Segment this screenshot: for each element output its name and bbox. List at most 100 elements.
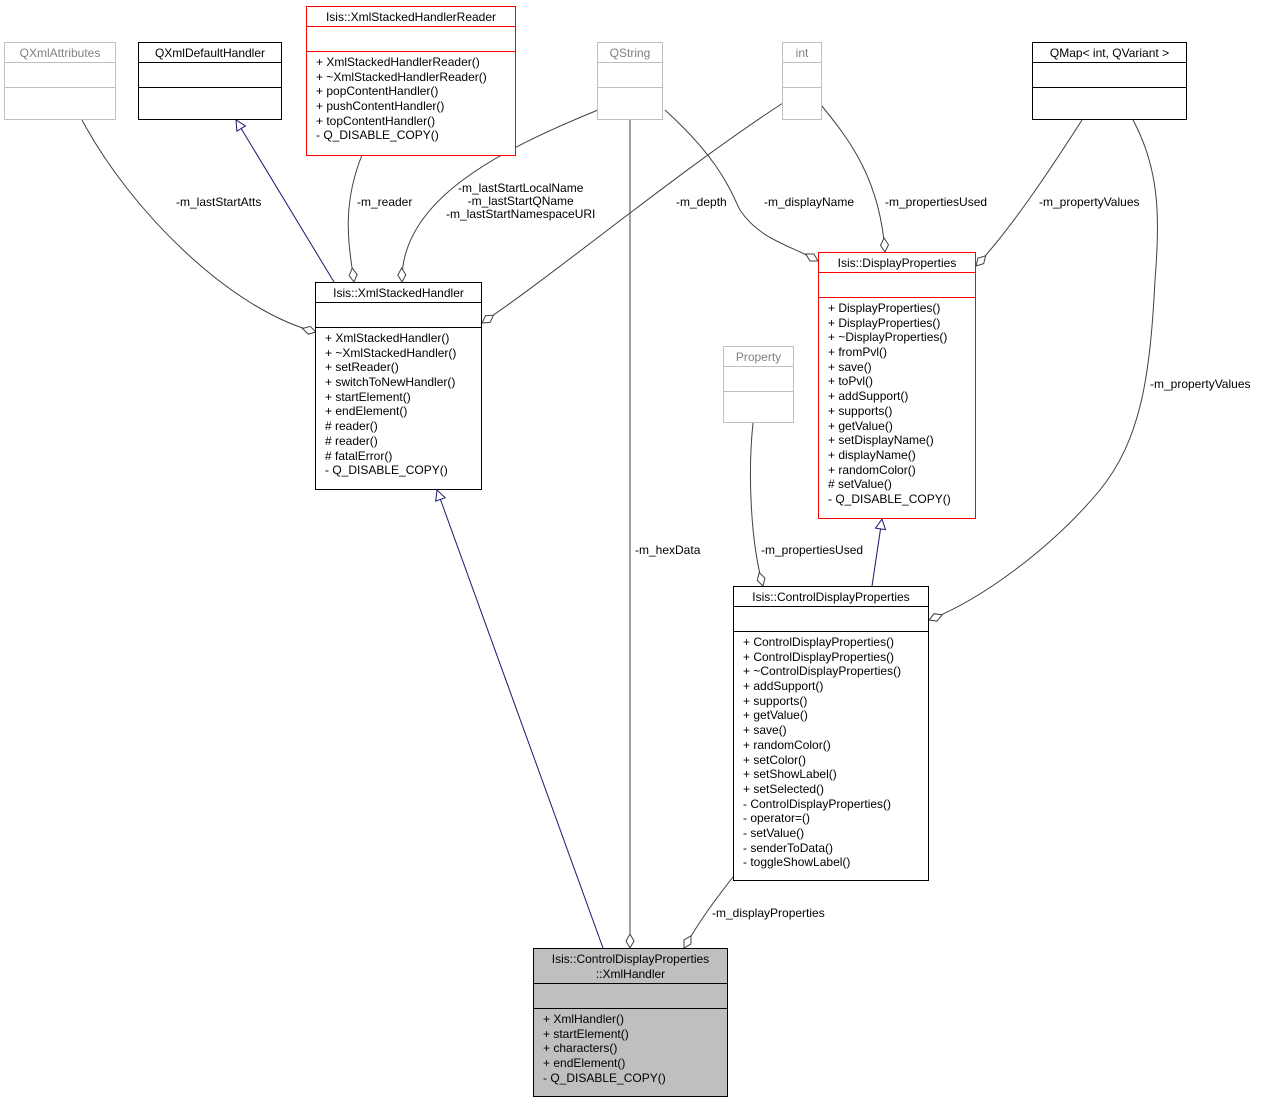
method: + DisplayProperties() [828,301,941,315]
node-attributes [783,62,821,87]
method: + setReader() [325,360,399,375]
method: - Q_DISABLE_COPY() [543,1070,666,1085]
method: - Q_DISABLE_COPY() [316,128,439,143]
method: + setDisplayName() [828,433,934,448]
edge-label-m-reader: -m_reader [357,195,413,209]
edge-label-m-displayproperties: -m_displayProperties [712,906,825,920]
method: + startElement() [543,1026,629,1041]
node-title: Property [735,350,782,364]
edge-label-m-propertyvalues-side: -m_propertyValues [1150,377,1251,391]
node-qxmlattributes[interactable]: QXmlAttributes [4,42,116,120]
node-title: QString [609,46,651,60]
method: + XmlHandler() [543,1012,625,1026]
method: + addSupport() [828,389,909,404]
node-title: QXmlAttributes [19,46,101,60]
node-title: Isis::XmlStackedHandler [333,286,464,300]
edge-label-line: -m_lastStartQName [467,194,574,208]
node-qstring[interactable]: QString [597,42,663,120]
node-methods: + DisplayProperties() + DisplayPropertie… [819,297,975,510]
node-attributes [724,366,793,391]
method: + endElement() [325,404,408,419]
method: + DisplayProperties() [828,315,941,330]
node-attributes [316,302,481,327]
node-title: Isis::ControlDisplayProperties ::XmlHand… [534,949,727,983]
node-xmlstackedhandlerreader[interactable]: Isis::XmlStackedHandlerReader + XmlStack… [306,6,516,156]
method: + startElement() [325,389,411,404]
node-qmap[interactable]: QMap< int, QVariant > [1032,42,1187,120]
method: + getValue() [828,418,893,433]
edge-assoc-m-laststart [397,109,599,284]
node-attributes [1033,62,1186,87]
method: + save() [743,723,787,738]
node-methods: + ControlDisplayProperties() + ControlDi… [734,631,928,873]
edge-assoc-m-displayname [664,109,819,262]
edge-label-m-laststart: -m_lastStartLocalName -m_lastStartQName … [446,182,595,221]
method: + ControlDisplayProperties() [743,635,895,649]
method: - setValue() [743,825,805,840]
node-attributes [307,26,515,51]
method: + pushContentHandler() [316,99,445,114]
edge-assoc-m-propertyvalues-side [928,119,1159,622]
node-title-line: ::XmlHandler [595,966,666,981]
node-displayproperties[interactable]: Isis::DisplayProperties + DisplayPropert… [818,252,976,519]
node-title: int [795,46,809,60]
method: + ~XmlStackedHandlerReader() [316,69,487,84]
node-methods [724,391,793,392]
method: + endElement() [543,1056,626,1071]
method: + setSelected() [743,781,825,796]
node-attributes [734,606,928,631]
node-title: QMap< int, QVariant > [1049,46,1170,60]
node-qxmldefaulthandler[interactable]: QXmlDefaultHandler [138,42,282,120]
edge-inherit-xmlhandler-xmlstackedhandler [437,490,604,949]
edge-label-m-hexdata: -m_hexData [635,543,701,557]
method: - operator=() [743,811,811,826]
edge-assoc-m-propertyvalues-top [975,119,1083,267]
method: + setColor() [743,752,807,767]
node-methods: + XmlStackedHandler() + ~XmlStackedHandl… [316,327,481,481]
edge-label-m-propertiesused-mid: -m_propertiesUsed [761,543,864,557]
edge-assoc-m-depth [481,102,784,324]
node-methods [783,87,821,88]
method: + displayName() [828,447,916,462]
node-attributes [598,62,662,87]
edge-assoc-m-propertiesused-top [820,104,890,254]
node-xmlstackedhandler[interactable]: Isis::XmlStackedHandler + XmlStackedHand… [315,282,482,490]
edge-assoc-m-reader [347,154,363,283]
edge-inherit-xmlstackedhandler-qxmldefaulthandler [236,120,335,283]
method: - Q_DISABLE_COPY() [828,491,951,506]
method: + getValue() [743,708,808,723]
node-controldisplayproperties[interactable]: Isis::ControlDisplayProperties + Control… [733,586,929,881]
edge-label-m-depth: -m_depth [676,195,727,209]
node-attributes [819,272,975,297]
method: + supports() [828,403,893,418]
method: + XmlStackedHandlerReader() [316,55,480,69]
method: + save() [828,359,872,374]
method: # reader() [325,433,378,448]
node-int[interactable]: int [782,42,822,120]
method: + topContentHandler() [316,113,436,128]
method: - senderToData() [743,840,834,855]
node-methods: + XmlHandler() + startElement() + charac… [534,1008,727,1088]
edge-label-m-propertyvalues-top: -m_propertyValues [1039,195,1140,209]
edge-assoc-m-laststartatts [81,119,317,335]
node-property[interactable]: Property [723,346,794,423]
method: + addSupport() [743,679,824,694]
node-methods [1033,87,1186,88]
node-title: Isis::DisplayProperties [837,256,957,270]
edge-label-line: -m_lastStartNamespaceURI [446,207,596,221]
method: + fromPvl() [828,345,888,360]
node-methods: + XmlStackedHandlerReader() + ~XmlStacke… [307,51,515,146]
method: - ControlDisplayProperties() [743,796,892,811]
method: + popContentHandler() [316,84,439,99]
method: + switchToNewHandler() [325,375,456,390]
edge-label-m-displayname: -m_displayName [764,195,855,209]
method: # fatalError() [325,448,393,463]
edge-assoc-m-propertiesused-mid [749,422,766,587]
method: + ~XmlStackedHandler() [325,345,457,360]
method: + XmlStackedHandler() [325,331,450,345]
node-xmlhandler[interactable]: Isis::ControlDisplayProperties ::XmlHand… [533,948,728,1097]
method: # reader() [325,419,378,434]
method: + setShowLabel() [743,767,837,782]
method: - Q_DISABLE_COPY() [325,463,448,478]
node-title: Isis::ControlDisplayProperties [752,590,910,604]
